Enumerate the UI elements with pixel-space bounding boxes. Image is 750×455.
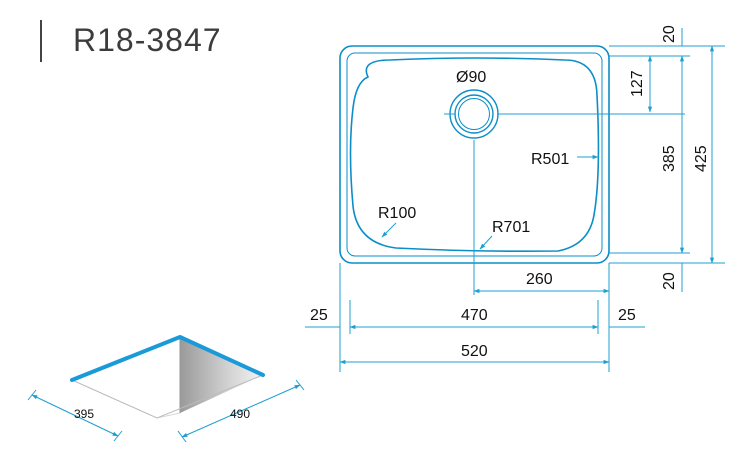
iso-back-wall [180, 337, 263, 413]
radius-701-label: R701 [492, 219, 530, 236]
drain-diameter-label: Ø90 [456, 69, 486, 86]
drain-outer [449, 89, 499, 139]
iso-dim-395-line [31, 394, 119, 437]
bottom-dimensions: 260 25 470 25 520 [305, 263, 645, 372]
dim-385-label: 385 [661, 145, 678, 172]
sink-bowl [349, 57, 600, 252]
iso-rim [70, 335, 265, 382]
iso-dim-395-label: 395 [74, 407, 94, 421]
dim-25-left-label: 25 [310, 307, 328, 324]
model-title: R18-3847 [73, 22, 222, 58]
dim-127-label: 127 [629, 70, 646, 97]
radius-100-label: R100 [378, 205, 416, 222]
radius-701-arrow [479, 235, 493, 250]
dim-20-top-label: 20 [661, 25, 678, 43]
iso-dim-490-tick-b [295, 379, 305, 391]
dim-20-bottom-label: 20 [661, 272, 678, 290]
dim-25-right-label: 25 [618, 307, 636, 324]
isometric-sink-view: 395 490 [27, 335, 305, 443]
dim-425-label: 425 [693, 145, 710, 172]
dim-260-label: 260 [526, 271, 553, 288]
radius-501-label: R501 [531, 151, 569, 168]
drain-inner [454, 94, 494, 134]
drain-center [458, 98, 490, 130]
iso-dim-490-line [181, 384, 301, 438]
sink-top-view [339, 45, 685, 295]
iso-dim-490-tick-a [177, 430, 187, 443]
iso-left-wall [70, 336, 181, 419]
dim-470-label: 470 [461, 307, 488, 324]
right-dimensions: 20 127 385 425 20 [609, 25, 725, 292]
iso-dim-395-tick-a [27, 389, 37, 401]
radius-100-arrow [381, 222, 397, 238]
dim-520-label: 520 [461, 343, 488, 360]
iso-dim-490-label: 490 [230, 407, 250, 421]
iso-dim-395-tick-b [113, 430, 123, 442]
